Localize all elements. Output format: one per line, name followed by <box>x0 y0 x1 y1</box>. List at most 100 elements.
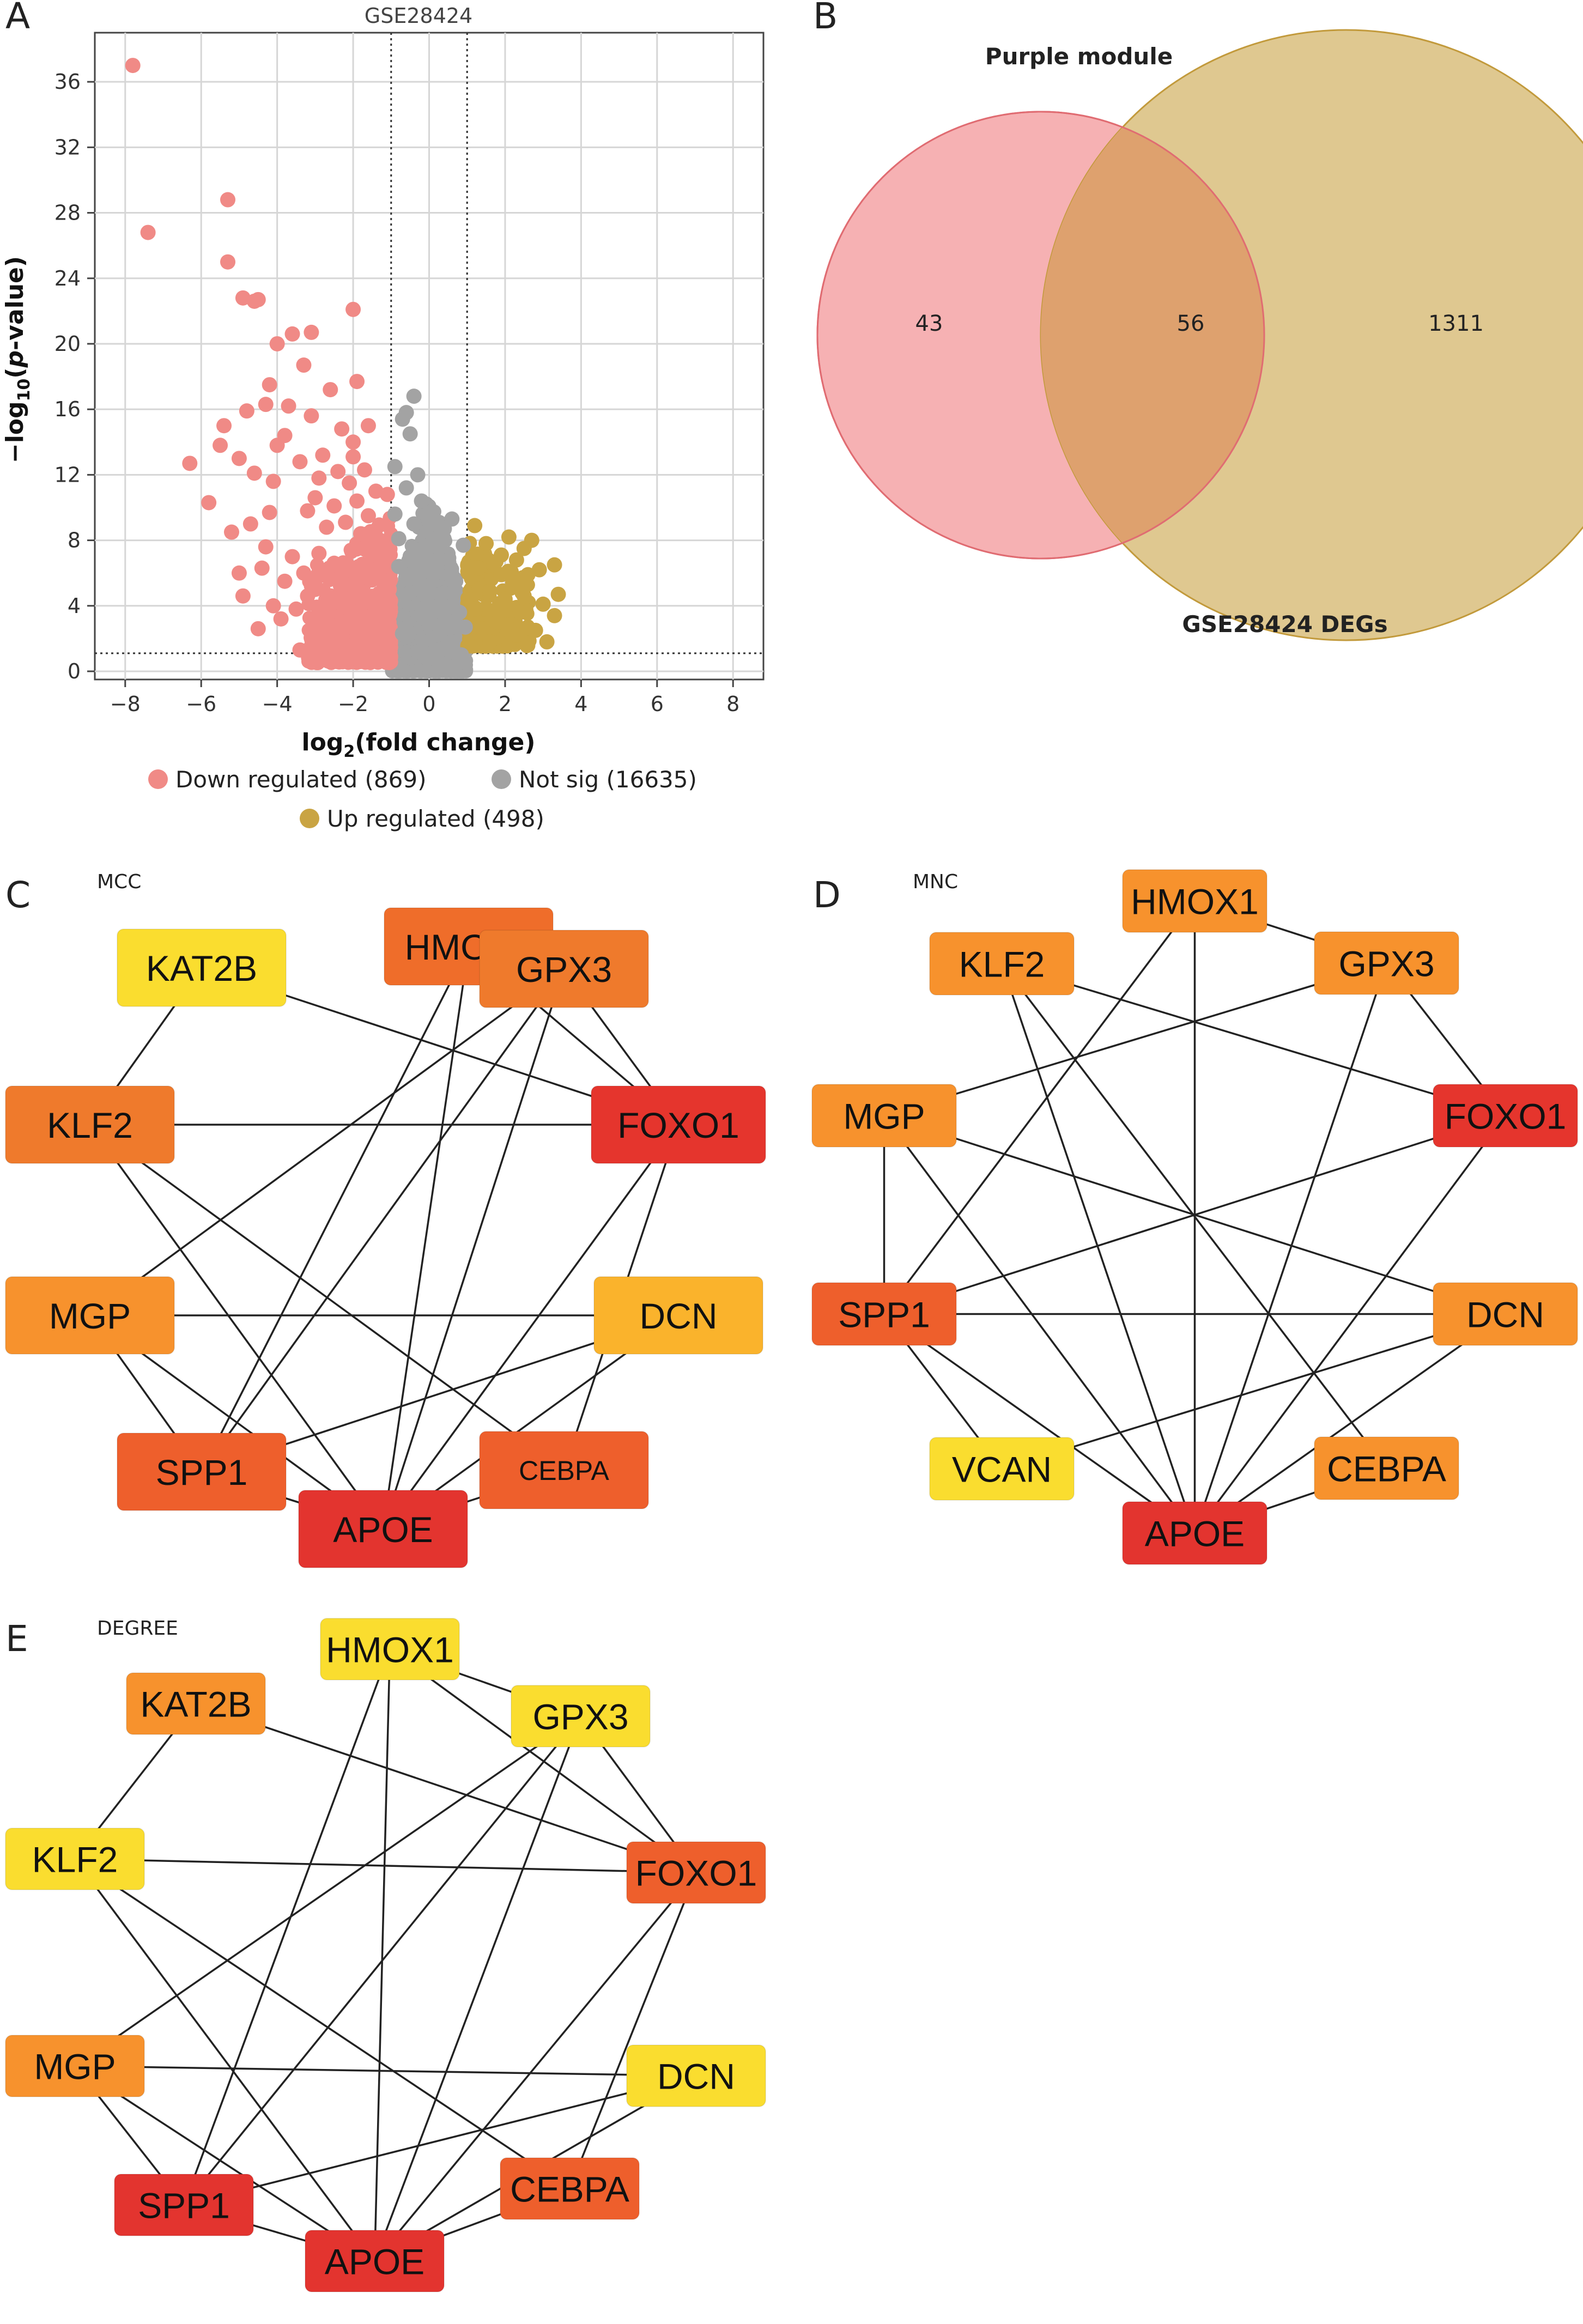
volcano-point-down <box>319 519 335 535</box>
volcano-point-down <box>262 505 277 520</box>
volcano-point-not-sig <box>425 650 441 666</box>
mcc-node-box <box>479 930 649 1008</box>
mnc-node-label: MGP <box>843 1096 925 1137</box>
mnc-node-gpx3[interactable]: GPX3 <box>1314 931 1459 995</box>
volcano-points <box>125 58 566 678</box>
mnc-node-klf2[interactable]: KLF2 <box>929 932 1075 996</box>
mcc-node-foxo1[interactable]: FOXO1 <box>591 1085 766 1164</box>
mnc-node-apoe[interactable]: APOE <box>1122 1501 1267 1565</box>
volcano-point-down <box>323 591 338 607</box>
mcc-node-kat2b[interactable]: KAT2B <box>117 929 287 1007</box>
degree-node-label: KLF2 <box>32 1840 118 1880</box>
mnc-node-spp1[interactable]: SPP1 <box>811 1282 957 1346</box>
volcano-point-not-sig <box>444 634 460 650</box>
mcc-node-mgp[interactable]: MGP <box>5 1276 175 1355</box>
mnc-node-mgp[interactable]: MGP <box>811 1084 957 1148</box>
mcc-node-dcn[interactable]: DCN <box>593 1276 763 1355</box>
volcano-point-up <box>527 622 543 638</box>
degree-node-dcn[interactable]: DCN <box>626 2044 766 2107</box>
x-tick-label: −8 <box>110 692 141 716</box>
volcano-point-down <box>381 581 397 597</box>
mcc-node-gpx3[interactable]: GPX3 <box>479 930 649 1008</box>
degree-edge-klf2-cebpa <box>74 1858 571 2189</box>
volcano-point-up <box>550 586 566 602</box>
degree-node-hmox1[interactable]: HMOX1 <box>320 1618 460 1680</box>
mnc-node-foxo1[interactable]: FOXO1 <box>1433 1084 1578 1148</box>
degree-node-kat2b[interactable]: KAT2B <box>126 1672 266 1735</box>
mnc-edge-klf2-apoe <box>1000 963 1196 1534</box>
volcano-point-down <box>353 583 369 599</box>
mcc-node-box <box>117 929 287 1007</box>
volcano-point-down <box>338 514 354 530</box>
volcano-point-down <box>284 549 300 565</box>
degree-node-apoe[interactable]: APOE <box>305 2230 445 2292</box>
degree-node-foxo1[interactable]: FOXO1 <box>626 1841 766 1904</box>
mcc-node-spp1[interactable]: SPP1 <box>117 1433 287 1511</box>
volcano-point-down <box>330 617 346 633</box>
legend-label-down: Down regulated (869) <box>175 766 426 793</box>
degree-edge-foxo1-apoe <box>374 1872 697 2262</box>
legend-label-up: Up regulated (498) <box>327 805 544 832</box>
mcc-node-apoe[interactable]: APOE <box>298 1490 468 1568</box>
volcano-point-down <box>277 428 293 444</box>
mnc-edge-dcn-vcan <box>1001 1313 1506 1470</box>
volcano-point-up <box>508 627 524 643</box>
volcano-point-down <box>231 451 247 466</box>
volcano-point-down <box>364 547 380 563</box>
mcc-node-cebpa[interactable]: CEBPA <box>479 1431 649 1509</box>
degree-node-klf2[interactable]: KLF2 <box>5 1828 145 1890</box>
volcano-point-down <box>345 301 361 317</box>
venn-right-only-count: 1311 <box>1428 311 1484 336</box>
mnc-node-vcan[interactable]: VCAN <box>929 1437 1075 1501</box>
volcano-point-not-sig <box>398 405 414 421</box>
mcc-node-label: CEBPA <box>519 1455 609 1486</box>
mcc-node-klf2[interactable]: KLF2 <box>5 1085 175 1164</box>
degree-node-cebpa[interactable]: CEBPA <box>500 2157 640 2220</box>
degree-node-label: MGP <box>34 2047 116 2087</box>
volcano-point-down <box>300 503 316 519</box>
degree-node-box <box>114 2174 254 2236</box>
volcano-point-down <box>182 456 198 471</box>
volcano-point-not-sig <box>441 610 456 625</box>
volcano-point-down <box>342 601 357 617</box>
volcano-point-down <box>242 516 258 532</box>
degree-node-spp1[interactable]: SPP1 <box>114 2174 254 2236</box>
y-tick-label: 12 <box>54 463 81 487</box>
mnc-node-cebpa[interactable]: CEBPA <box>1314 1436 1459 1500</box>
volcano-point-up <box>535 596 551 612</box>
mcc-network-title: MCC <box>97 871 141 893</box>
y-tick-label: 24 <box>54 266 81 290</box>
venn-right-set-label: GSE28424 DEGs <box>1182 611 1387 638</box>
mnc-network-title: MNC <box>913 871 958 893</box>
volcano-point-down <box>296 565 312 581</box>
mnc-node-label: DCN <box>1466 1295 1544 1335</box>
mcc-node-label: MGP <box>49 1296 131 1336</box>
degree-node-mgp[interactable]: MGP <box>5 2035 145 2097</box>
degree-node-box <box>500 2157 640 2220</box>
volcano-y-axis-title: −log10(p-value) <box>1 256 34 463</box>
degree-edge-gpx3-spp1 <box>183 1715 581 2206</box>
degree-node-gpx3[interactable]: GPX3 <box>511 1685 651 1747</box>
volcano-point-up <box>467 601 483 617</box>
volcano-point-down <box>265 598 281 614</box>
volcano-point-down <box>334 578 350 594</box>
volcano-point-down <box>379 614 395 630</box>
mnc-node-dcn[interactable]: DCN <box>1433 1282 1578 1346</box>
volcano-point-not-sig <box>404 538 419 553</box>
volcano-point-down <box>326 555 342 571</box>
panel-letter-e: E <box>5 1618 28 1660</box>
volcano-point-not-sig <box>417 559 432 574</box>
volcano-point-not-sig <box>414 493 429 509</box>
degree-edge-kat2b-foxo1 <box>195 1702 697 1874</box>
volcano-point-up <box>516 588 532 604</box>
volcano-point-not-sig <box>446 659 460 674</box>
mnc-node-hmox1[interactable]: HMOX1 <box>1122 869 1267 933</box>
volcano-point-not-sig <box>391 559 407 574</box>
degree-edge-dcn-spp1 <box>184 2074 696 2206</box>
volcano-point-down <box>319 634 335 650</box>
volcano-point-up <box>471 560 487 576</box>
volcano-point-up <box>497 591 513 607</box>
degree-node-label: CEBPA <box>510 2169 629 2210</box>
